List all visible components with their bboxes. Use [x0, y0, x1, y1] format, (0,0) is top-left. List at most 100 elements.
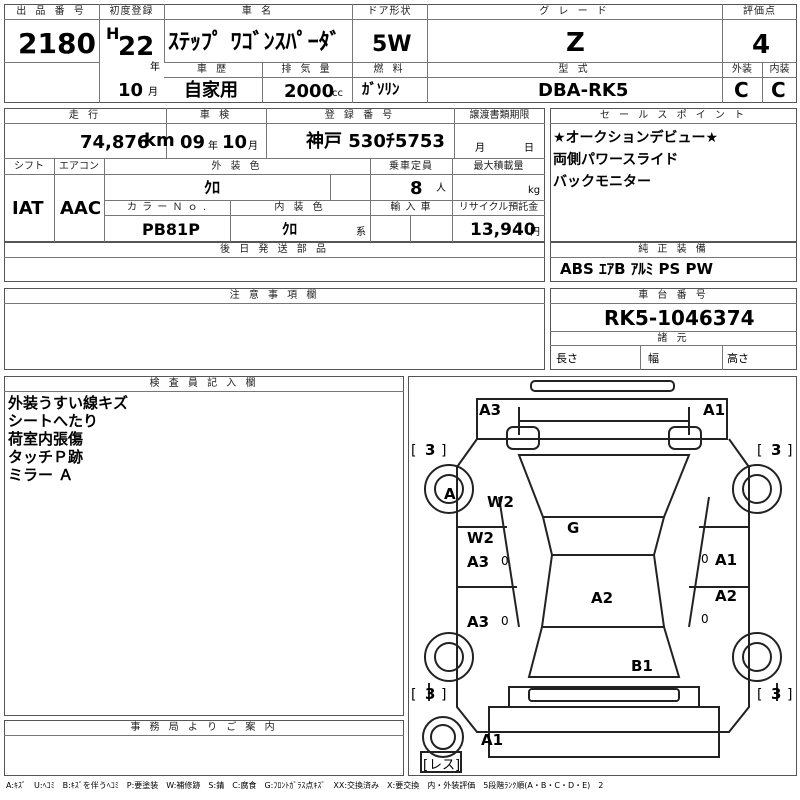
capacity-value: 8	[410, 178, 423, 199]
svg-text:]: ]	[455, 758, 460, 773]
mark-zero-left2: 0	[501, 614, 509, 628]
mark-a1-front-right: A1	[703, 401, 725, 419]
mileage-value: 74,876	[80, 132, 150, 153]
interior-header: 内装	[769, 64, 790, 75]
mark-b1: B1	[631, 657, 653, 675]
era: H	[106, 24, 120, 43]
int-color-unit: 系	[356, 227, 366, 238]
later-parts-block	[4, 242, 545, 282]
inspector-header: 検 査 員 記 入 欄	[149, 378, 259, 389]
mark-rear-label: レス	[429, 758, 455, 773]
fuel-header: 燃 料	[373, 64, 406, 75]
inspector-note-2: シートへたり	[8, 412, 99, 430]
equipment-header: 純 正 装 備	[638, 244, 709, 255]
capacity-header: 乗車定員	[389, 161, 433, 172]
later-parts-header: 後 日 発 送 部 品	[220, 244, 329, 255]
mark-a2-roof: A2	[591, 589, 613, 607]
equipment-block	[550, 242, 797, 282]
svg-text:]: ]	[441, 443, 446, 459]
car-name: ｽﾃｯﾌﾟ ﾜｺﾞﾝｽﾊﾟｰﾀﾞ	[168, 30, 341, 55]
inspector-note-5: ミラー Ａ	[8, 466, 74, 484]
dim-width-label: 幅	[648, 352, 659, 365]
recycle-unit: 円	[530, 227, 540, 238]
equipment-value: ABS ｴｱB ｱﾙﾐ PS PW	[560, 260, 714, 278]
lot-no: 2180	[18, 27, 96, 60]
aircon-value: AAC	[60, 198, 102, 219]
transfer-day: 日	[524, 143, 534, 154]
sales-point-2: 両側パワースライド	[553, 152, 679, 168]
aircon-header: エアコン	[59, 161, 99, 172]
dim-height-label: 高さ	[727, 352, 749, 365]
mark-tire-fr: 3	[771, 441, 781, 459]
wheel-rr-shape	[732, 632, 782, 682]
transfer-header: 譲渡書類期限	[469, 110, 530, 121]
wheel-fr-shape	[732, 464, 782, 514]
mark-w2-lower: W2	[467, 529, 494, 547]
mark-a1-rear: A1	[481, 731, 503, 749]
score-header: 評価点	[743, 6, 776, 17]
recycle-value: 13,940	[470, 220, 536, 240]
first-reg-header: 初度登録	[109, 6, 154, 17]
inspection-year: 09	[180, 132, 206, 153]
front-bumper-shape	[530, 380, 675, 392]
grade-header: グ レ ー ド	[539, 6, 610, 17]
interior-grade: C	[771, 78, 786, 102]
vehicle-info-block	[4, 108, 545, 242]
mark-mirror: A	[444, 485, 456, 503]
chassis-value: RK5-1046374	[604, 306, 755, 330]
dimensions-header: 諸 元	[657, 333, 690, 344]
displacement-unit: cc	[332, 88, 343, 99]
int-color-value: ｸﾛ	[282, 220, 298, 238]
lot-no-header: 出 品 番 号	[16, 6, 87, 17]
mark-tire-rr: 3	[771, 685, 781, 703]
capacity-unit: 人	[436, 183, 446, 194]
mark-a3-left-door: A3	[467, 553, 489, 571]
max-load-header: 最大積載量	[473, 161, 524, 172]
mark-a1-right-door: A1	[715, 551, 737, 569]
inspector-note-4: タッチＰ跡	[8, 448, 84, 466]
int-color-header: 内 装 色	[274, 202, 326, 213]
year-unit: 年	[150, 62, 160, 73]
reg-no-value: 神戸 530ﾁ5753	[306, 131, 445, 152]
svg-text:]: ]	[787, 443, 792, 459]
svg-text:[: [	[757, 443, 762, 459]
sales-point-1: ★オークションデビュー★	[553, 130, 719, 146]
svg-text:[: [	[411, 443, 416, 459]
exterior-grade: C	[734, 78, 749, 102]
car-diagram: A3 A1 [ 3 ] [ 3 ] A W2 W2 G A3 0 A1 0 A2…	[408, 376, 797, 776]
shift-header: シフト	[14, 161, 44, 172]
inspection-month: 10	[222, 132, 248, 153]
mark-zero-left: 0	[501, 554, 509, 568]
inspection-month-unit: 月	[248, 141, 258, 152]
wheel-fl-shape	[424, 464, 474, 514]
reg-no-header: 登 録 番 号	[324, 110, 396, 121]
model-value: DBA-RK5	[538, 80, 629, 101]
notes-block	[4, 288, 545, 370]
mileage-unit: km	[144, 130, 175, 151]
recycle-header: リサイクル預託金	[458, 202, 539, 213]
door-header: ドア形状	[367, 6, 412, 17]
mark-w2-upper: W2	[487, 493, 514, 511]
mileage-header: 走 行	[68, 110, 102, 121]
fuel-value: ｶﾞｿﾘﾝ	[362, 80, 400, 98]
transfer-month: 月	[475, 143, 485, 154]
max-load-unit: kg	[528, 185, 541, 196]
exterior-header: 外装	[732, 64, 752, 75]
inspector-note-1: 外装うすい線キズ	[8, 394, 129, 412]
ext-color-header: 外 装 色	[211, 161, 263, 172]
door-type: 5W	[372, 32, 412, 57]
inspection-header: 車 検	[199, 110, 233, 121]
rear-bumper-shape	[488, 706, 720, 758]
svg-text:[: [	[423, 758, 428, 773]
dim-length-label: 長さ	[556, 352, 578, 365]
chassis-header: 車 台 番 号	[638, 290, 709, 301]
inspection-year-unit: 年	[208, 141, 218, 152]
sales-point-3: バックモニター	[553, 174, 651, 190]
mark-a2-right: A2	[715, 587, 737, 605]
office-block	[4, 720, 404, 776]
month: 10	[118, 80, 144, 101]
model-header: 型 式	[558, 64, 591, 75]
history-value: 自家用	[184, 80, 238, 101]
chassis-block	[550, 288, 797, 370]
sales-points-block	[550, 108, 797, 242]
